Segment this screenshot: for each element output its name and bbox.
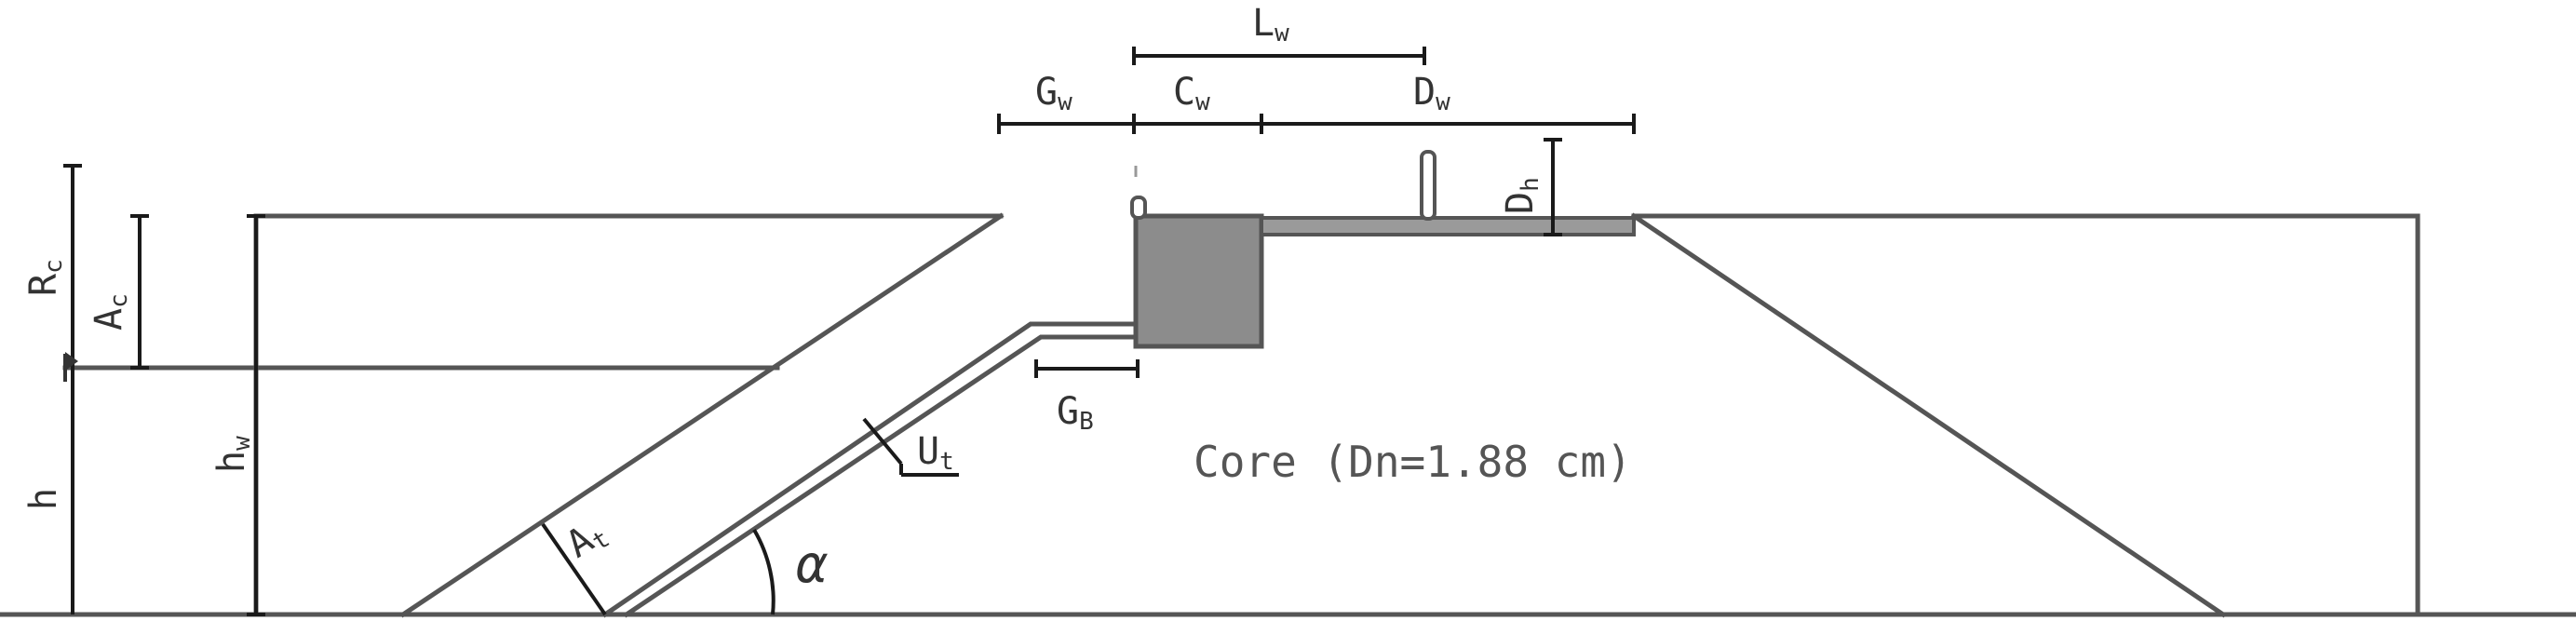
deck-slab [1260,216,1636,236]
label-lw: Lw [1252,2,1289,47]
core-label: Core (Dn=1.88 cm) [1194,437,1632,487]
label-gw: Gw [1035,71,1072,116]
label-gb: GB [1057,390,1094,436]
underlayer-boundary [623,334,1139,618]
label-h: h [22,488,65,510]
leeward-slope [1630,212,2227,618]
crown-wall-lip [1130,196,1147,220]
dimension-gw-cw-dw [997,114,1636,134]
label-cw: Cw [1173,71,1210,116]
dimension-dh [1544,138,1562,236]
dimension-ac [130,214,149,370]
dimension-gb [1034,359,1140,378]
dimension-at [541,522,607,616]
dimension-lw [1132,47,1426,65]
dimension-rc [63,164,82,368]
crown-wall [1133,213,1264,349]
label-dw: Dw [1413,71,1450,116]
armour-outer-slope [399,212,1005,618]
label-hw: hw [210,436,256,473]
dimension-hw [247,214,265,616]
armour-inner-boundary [601,321,1139,618]
label-ut: Ut [917,430,954,476]
deck-post [1420,150,1436,221]
dimension-ut [862,417,959,477]
label-ac: Ac [88,293,133,331]
slope-angle-arc [752,528,775,615]
water-level-marker [65,352,78,371]
label-alpha: α [796,534,828,595]
label-dh: Dh [1499,177,1544,214]
label-rc: Rc [22,259,68,296]
